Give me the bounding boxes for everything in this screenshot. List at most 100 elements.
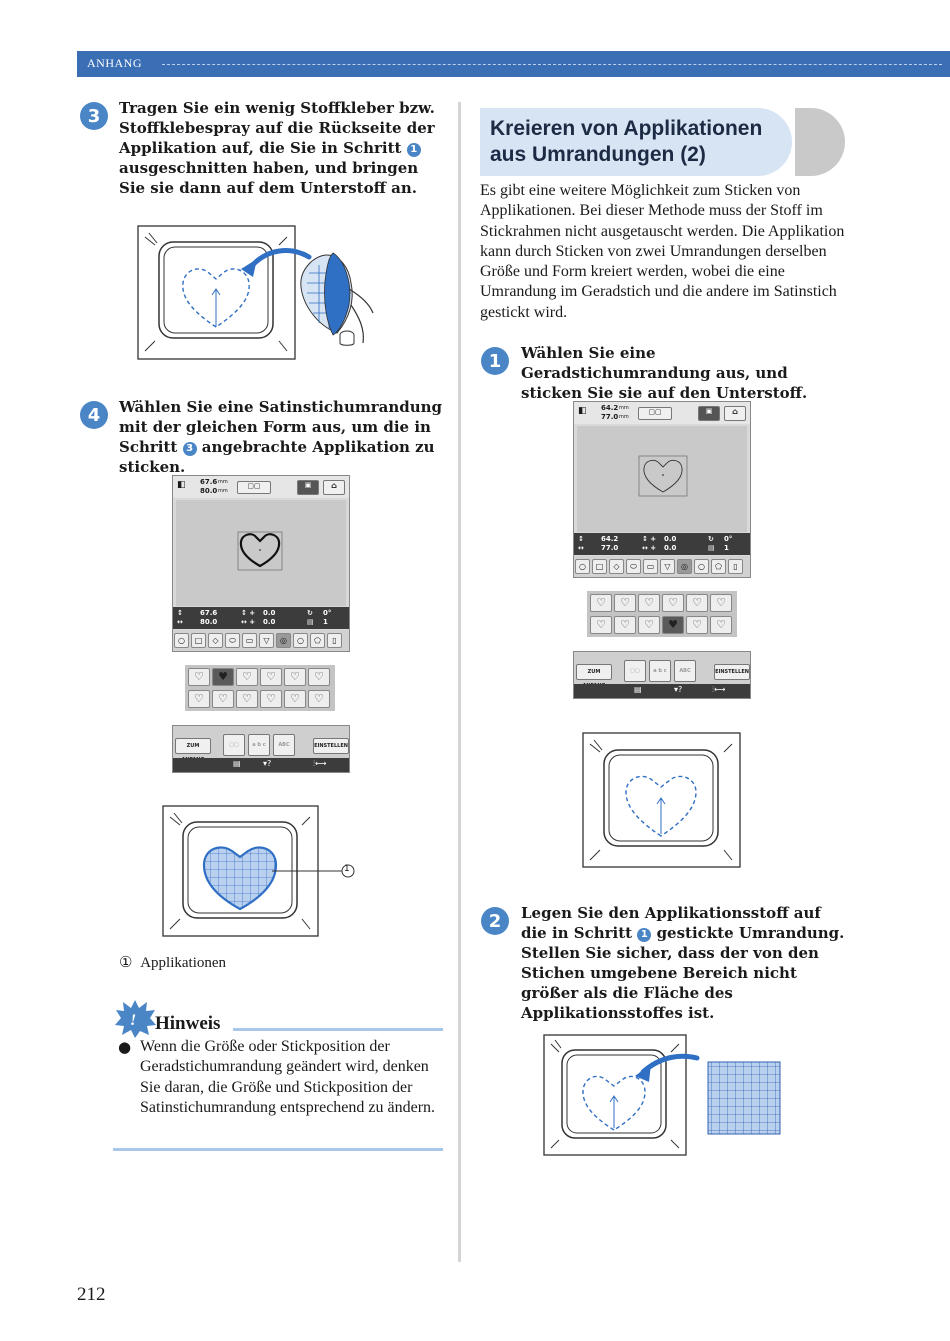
- screen-info-bar: ↕ ↔ 67.6 80.0 ↕ + ↔ + 0.0 0.0 ↻ ▤ 0° 1: [173, 607, 349, 629]
- note-bullet-text: Wenn die Größe oder Stickposition der Ge…: [140, 1038, 436, 1116]
- circle-frame-icon[interactable]: ○: [694, 559, 709, 574]
- bullet-dot-icon: ●: [118, 1038, 132, 1056]
- heart-option-icon[interactable]: ♡: [188, 690, 210, 708]
- document-icon[interactable]: ▤: [634, 685, 642, 694]
- badge-shape-icon[interactable]: ⬠: [310, 633, 325, 648]
- thread-icon[interactable]: ⫶⟷: [712, 685, 726, 694]
- heart-option-icon[interactable]: ♡: [284, 690, 306, 708]
- text-option-button[interactable]: a b c: [248, 734, 270, 756]
- info-pos-h: 0.0: [664, 544, 677, 552]
- circle-shape-icon[interactable]: ○: [575, 559, 590, 574]
- oval-shape-icon[interactable]: ⬭: [626, 559, 641, 574]
- einstellen-button[interactable]: EINSTELLEN: [313, 738, 349, 754]
- zoom-button[interactable]: ▢▢: [638, 407, 672, 420]
- stitch-shape-icon[interactable]: ◎: [677, 559, 692, 574]
- info-count: 1: [724, 544, 729, 552]
- step-ref-badge: 1: [406, 143, 421, 157]
- title-shadow-tab: [795, 108, 845, 176]
- square-shape-icon[interactable]: □: [592, 559, 607, 574]
- illustration-apply-fabric: [137, 225, 382, 363]
- section-title: Kreieren von Applikationen aus Umrandung…: [490, 117, 763, 166]
- illustration-applique-frame: 1: [162, 805, 362, 939]
- heart-option-icon[interactable]: ♡: [662, 594, 684, 612]
- home-button[interactable]: ⌂: [323, 480, 345, 495]
- stitch-shape-icon[interactable]: ◎: [276, 633, 291, 648]
- illustration-stitched-outline-svg: [582, 732, 741, 868]
- screen-bottom-panel: ZUM ANFANG ▢▢ a b c ABC EINSTELLEN ▤ ▾? …: [573, 651, 751, 699]
- heart-option-icon[interactable]: ♡: [710, 594, 732, 612]
- heart-option-icon[interactable]: ♡: [260, 668, 282, 686]
- info-height: 67.6: [200, 609, 218, 617]
- oval-shape-icon[interactable]: ⬭: [225, 633, 240, 648]
- heart-option-icon[interactable]: ♡: [638, 616, 660, 634]
- heart-option-icon[interactable]: ♡: [686, 594, 708, 612]
- zoom-button[interactable]: ▢▢: [237, 481, 271, 494]
- size-unit: mm: [218, 479, 228, 485]
- heart-option-icon[interactable]: ♡: [710, 616, 732, 634]
- zum-anfang-button[interactable]: ZUM ANFANG: [175, 738, 211, 763]
- callout-legend: ① Applikationen: [119, 953, 226, 972]
- heart-option-icon[interactable]: ♡: [236, 690, 258, 708]
- home-button[interactable]: ⌂: [724, 406, 746, 421]
- section-label: ANHANG: [87, 56, 142, 70]
- rect-shape-icon[interactable]: ▭: [643, 559, 658, 574]
- circle-frame-icon[interactable]: ○: [293, 633, 308, 648]
- badge-shape-icon[interactable]: ⬠: [711, 559, 726, 574]
- shape-toolbar: ○□◇⬭▭▽◎○⬠▯: [574, 556, 750, 577]
- screen-canvas-svg: [638, 455, 688, 497]
- square-shape-icon[interactable]: □: [191, 633, 206, 648]
- zum-anfang-button[interactable]: ZUM ANFANG: [576, 664, 612, 689]
- info-count: 1: [323, 618, 328, 626]
- heart-option-selected-icon[interactable]: ♥: [662, 616, 684, 634]
- rotate-icon: ↻: [307, 609, 313, 617]
- help-icon[interactable]: ▾?: [263, 759, 272, 768]
- frame-option-button[interactable]: ▢▢: [624, 660, 646, 682]
- frame-option-button[interactable]: ▢▢: [223, 734, 245, 756]
- heart-option-icon[interactable]: ♡: [284, 668, 306, 686]
- heart-option-icon[interactable]: ♡: [260, 690, 282, 708]
- page-icon[interactable]: ▯: [728, 559, 743, 574]
- step-2-badge: 2: [481, 907, 509, 935]
- machine-screen-straight: ◧ 64.2 mm 77.0 mm ▢▢ ▣ ⌂ ↕ ↔ 64.2 77.0 ↕…: [573, 401, 751, 578]
- heart-option-icon[interactable]: ♡: [686, 616, 708, 634]
- intro-paragraph: Es gibt eine weitere Möglichkeit zum Sti…: [480, 182, 845, 321]
- heart-option-icon[interactable]: ♡: [614, 616, 636, 634]
- screen-info-bar: ↕ ↔ 64.2 77.0 ↕ + ↔ + 0.0 0.0 ↻ ▤ 0° 1: [574, 533, 750, 555]
- heart-option-icon[interactable]: ♡: [590, 616, 612, 634]
- heart-option-icon[interactable]: ♡: [308, 690, 330, 708]
- heart-option-icon[interactable]: ♡: [638, 594, 660, 612]
- heart-option-icon[interactable]: ♡: [308, 668, 330, 686]
- memory-button[interactable]: ▣: [698, 406, 720, 421]
- heart-option-icon[interactable]: ♡: [188, 668, 210, 686]
- size-width: 77.0: [601, 413, 619, 421]
- heart-option-icon[interactable]: ♡: [590, 594, 612, 612]
- screen-topbar: ◧ 67.6 mm 80.0 mm ▢▢ ▣ ⌂: [173, 476, 349, 498]
- size-width: 80.0: [200, 487, 218, 495]
- heart-option-icon[interactable]: ♡: [212, 690, 234, 708]
- info-angle: 0°: [323, 609, 332, 617]
- shield-shape-icon[interactable]: ▽: [259, 633, 274, 648]
- document-icon[interactable]: ▤: [233, 759, 241, 768]
- einstellen-button[interactable]: EINSTELLEN: [714, 664, 750, 680]
- heart-option-selected-icon[interactable]: ♥: [212, 668, 234, 686]
- diamond-shape-icon[interactable]: ◇: [208, 633, 223, 648]
- info-pos-h: 0.0: [263, 618, 276, 626]
- step-ref-badge: 3: [182, 442, 197, 456]
- text-option-button[interactable]: a b c: [649, 660, 671, 682]
- heart-option-icon[interactable]: ♡: [614, 594, 636, 612]
- layer-icon: ▤: [307, 618, 314, 626]
- diamond-shape-icon[interactable]: ◇: [609, 559, 624, 574]
- page-icon[interactable]: ▯: [327, 633, 342, 648]
- rect-shape-icon[interactable]: ▭: [242, 633, 257, 648]
- shield-shape-icon[interactable]: ▽: [660, 559, 675, 574]
- screen-topbar: ◧ 64.2 mm 77.0 mm ▢▢ ▣ ⌂: [574, 402, 750, 424]
- circle-shape-icon[interactable]: ○: [174, 633, 189, 648]
- thread-icon[interactable]: ⫶⟷: [313, 759, 327, 768]
- abc-button[interactable]: ABC: [674, 660, 696, 682]
- help-icon[interactable]: ▾?: [674, 685, 683, 694]
- memory-button[interactable]: ▣: [297, 480, 319, 495]
- illustration-stitched-outline: [582, 732, 742, 870]
- heart-option-icon[interactable]: ♡: [236, 668, 258, 686]
- abc-button[interactable]: ABC: [273, 734, 295, 756]
- note-title: Hinweis: [155, 1013, 221, 1034]
